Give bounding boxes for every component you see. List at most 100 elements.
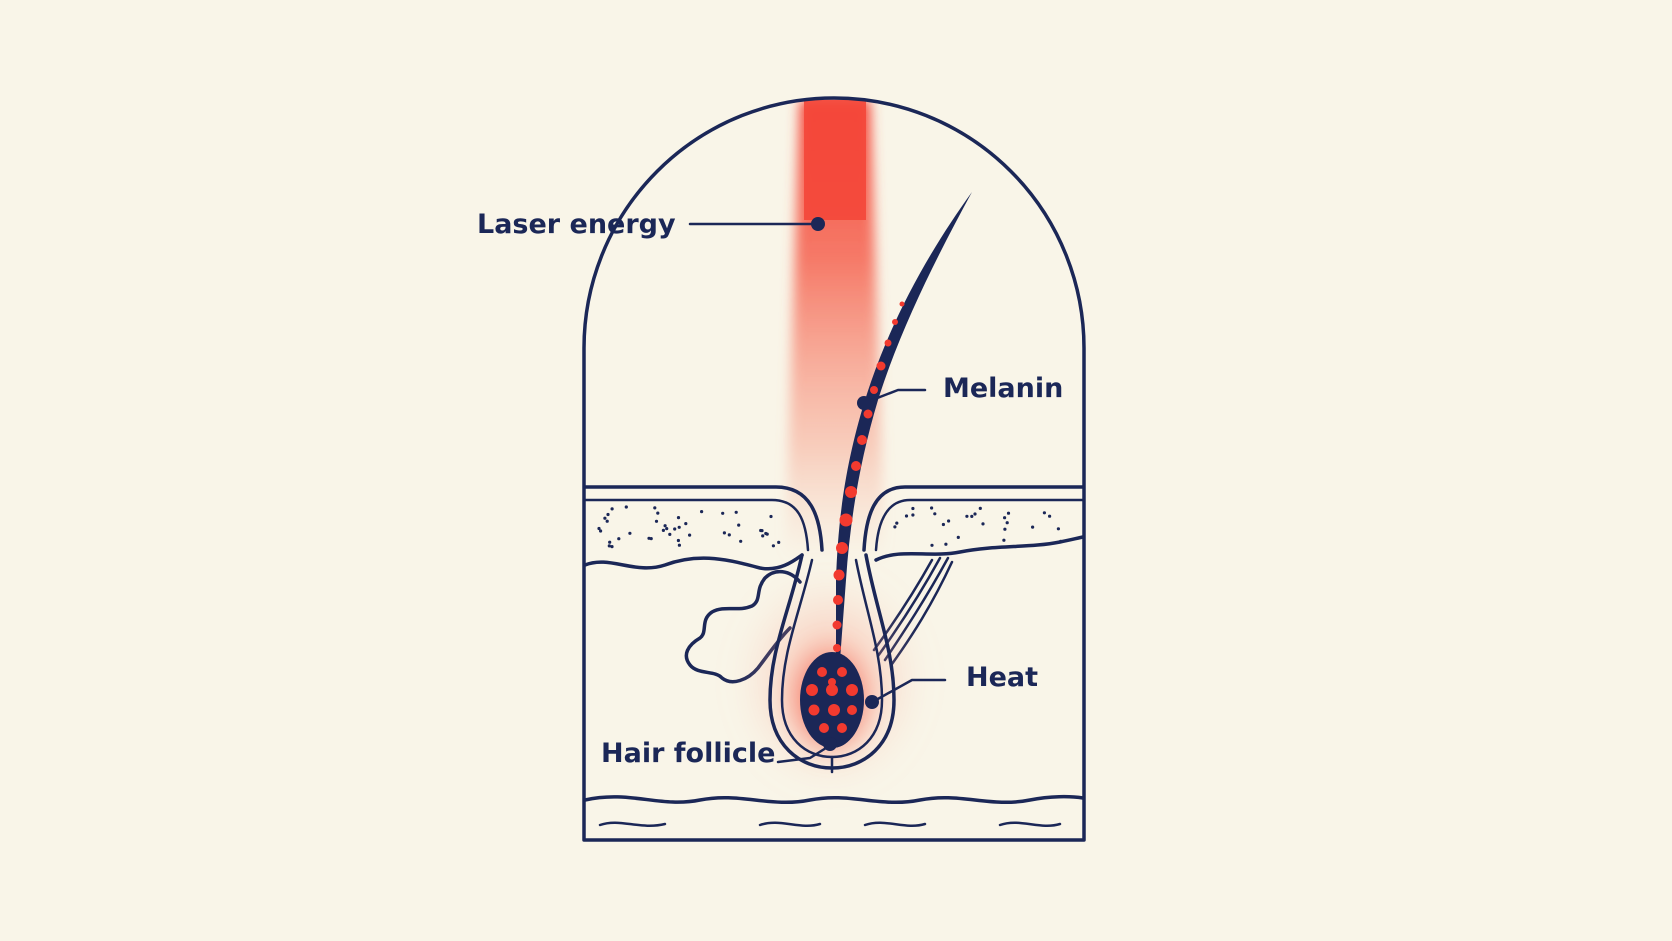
melanin-dot: [837, 723, 847, 733]
skin-speckle: [941, 522, 946, 527]
melanin-dot: [851, 461, 861, 471]
melanin-dot: [817, 667, 827, 677]
skin-speckle: [1002, 538, 1006, 542]
leader-lines: [688, 217, 947, 764]
skin-speckle: [656, 511, 660, 515]
skin-speckle: [617, 537, 621, 541]
skin-speckle: [677, 525, 681, 529]
skin-speckle: [610, 507, 614, 511]
label-laser-energy: Laser energy: [477, 209, 676, 240]
skin-speckle: [607, 544, 611, 548]
melanin-dot: [847, 705, 857, 715]
skin-speckle: [777, 540, 781, 545]
skin-speckle: [737, 523, 741, 527]
melanin-dot: [892, 319, 898, 325]
skin-speckle: [930, 506, 934, 510]
skin-speckle: [893, 525, 897, 529]
skin-speckle: [668, 532, 672, 537]
skin-speckle: [759, 528, 763, 533]
melanin-dot: [899, 301, 905, 307]
skin-speckle: [734, 510, 738, 514]
skin-speckle: [649, 537, 653, 541]
skin-speckle: [1031, 525, 1035, 529]
skin-speckle: [911, 506, 915, 511]
melanin-dot: [833, 569, 845, 581]
melanin-dot: [836, 542, 848, 554]
melanin-dot: [846, 684, 858, 696]
skin-speckle: [930, 543, 934, 547]
skin-speckle: [978, 506, 982, 510]
skin-speckle: [769, 514, 773, 519]
skin-speckle: [721, 511, 725, 515]
skin-speckle: [677, 543, 682, 547]
skin-speckle: [1042, 511, 1046, 515]
skin-speckle: [1003, 516, 1007, 520]
skin-speckle: [1059, 539, 1063, 544]
skin-speckle: [700, 510, 704, 514]
label-hair-follicle: Hair follicle: [601, 738, 775, 769]
skin-speckle: [599, 529, 603, 533]
melanin-dot: [806, 684, 818, 696]
skin-speckle: [956, 535, 960, 540]
skin-speckle: [603, 516, 607, 520]
melanin-dot: [833, 644, 841, 652]
skin-speckle: [610, 545, 614, 549]
skin-speckle: [684, 522, 688, 526]
skin-speckle: [624, 505, 628, 509]
melanin-dot: [833, 595, 843, 605]
label-heat: Heat: [966, 662, 1038, 693]
skin-speckle: [608, 540, 612, 544]
skin-speckle: [981, 522, 985, 526]
skin-speckle: [933, 512, 937, 516]
melanin-dots: [806, 301, 905, 733]
skin-speckle: [1006, 511, 1011, 515]
arch-frame: [582, 96, 1086, 842]
melanin-dot: [845, 486, 857, 498]
skin-speckle: [904, 514, 909, 518]
skin-speckle: [970, 514, 974, 519]
skin-speckle: [676, 538, 681, 543]
melanin-dot: [870, 386, 878, 394]
melanin-dot: [857, 435, 867, 445]
skin-speckle: [654, 519, 659, 523]
skin-speckle: [1048, 514, 1052, 518]
label-melanin: Melanin: [943, 373, 1063, 404]
skin-speckle: [688, 533, 692, 537]
skin-speckle: [605, 519, 609, 523]
melanin-dot: [826, 684, 838, 696]
hair-follicle: [768, 553, 896, 774]
melanin-dot: [828, 678, 836, 686]
skin-speckle: [947, 519, 951, 523]
melanin-dot: [819, 723, 829, 733]
skin-speckle: [722, 531, 727, 535]
skin-speckle: [911, 513, 915, 517]
skin-speckle: [676, 516, 681, 520]
skin-speckle: [771, 544, 776, 548]
melanin-dot: [863, 409, 873, 419]
skin-speckle: [663, 524, 667, 528]
skin-speckle: [944, 542, 948, 546]
melanin-dot: [839, 513, 853, 527]
skin-speckle: [628, 531, 632, 535]
skin-speckle: [606, 512, 610, 517]
skin-speckle: [661, 528, 666, 533]
skin-speckle: [1056, 527, 1060, 531]
skin-speckle: [1005, 521, 1009, 525]
laser-beam: [785, 100, 885, 560]
melanin-dot: [832, 620, 842, 630]
skin-speckle: [727, 533, 731, 537]
melanin-dot: [837, 667, 847, 677]
skin-speckle: [761, 534, 765, 538]
skin-speckle: [653, 506, 657, 510]
skin-speckle: [1003, 527, 1007, 531]
melanin-dot: [828, 704, 840, 716]
melanin-dot: [884, 339, 892, 347]
skin-speckle: [597, 526, 601, 531]
skin-speckle: [739, 539, 743, 543]
skin-speckle: [895, 521, 899, 525]
skin-speckle: [973, 512, 977, 516]
hair-bulb: [800, 652, 864, 748]
skin-speckle: [673, 527, 677, 531]
skin-speckle: [965, 514, 969, 518]
